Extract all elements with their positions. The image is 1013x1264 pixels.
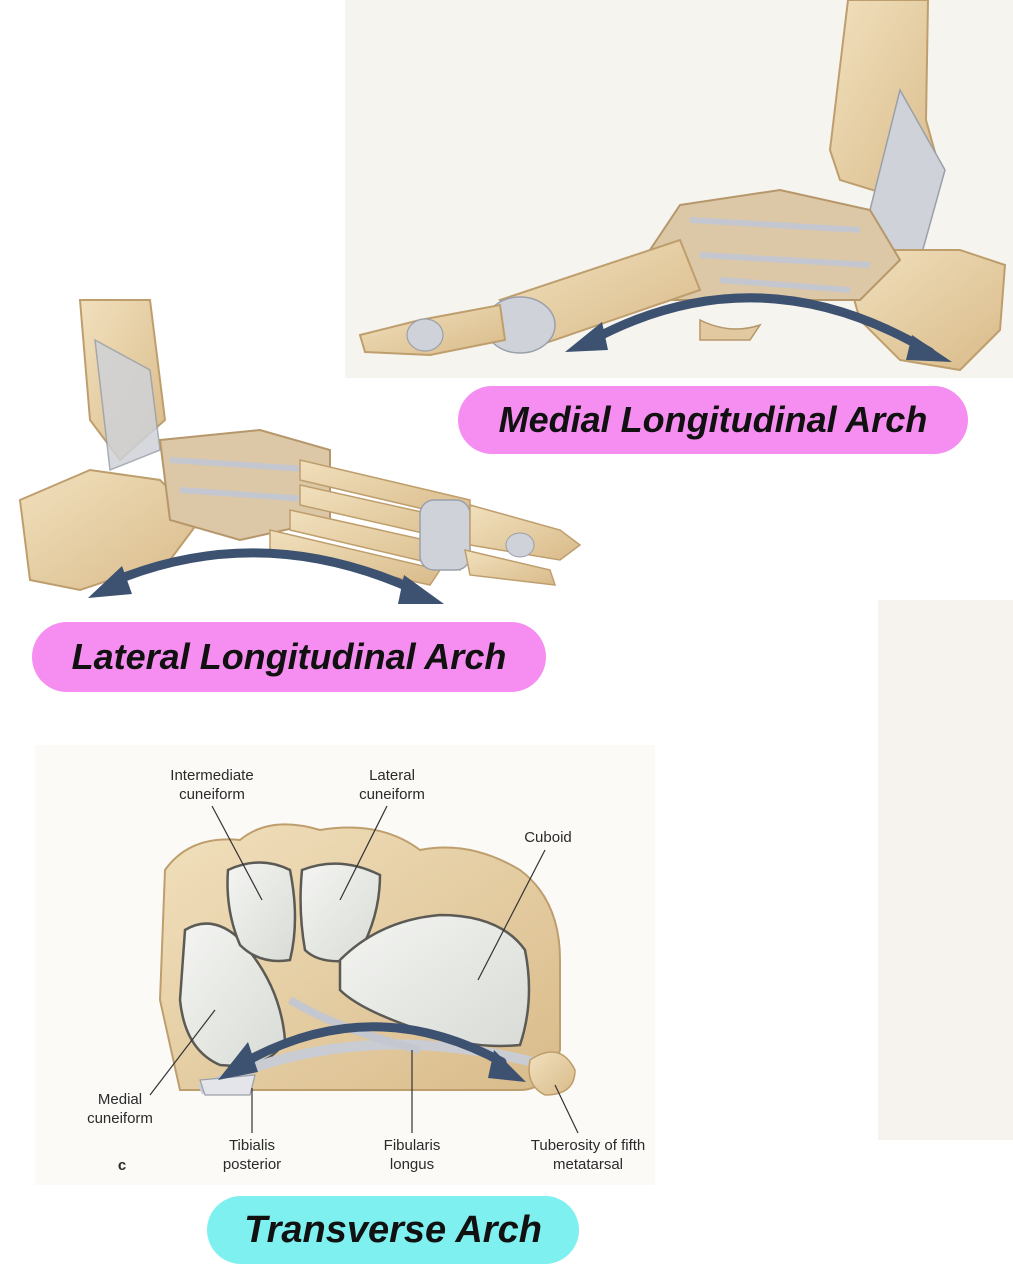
medial-arch-label: Medial Longitudinal Arch xyxy=(458,386,968,454)
lateral-arch-label: Lateral Longitudinal Arch xyxy=(32,622,546,692)
lateral-foot-view xyxy=(18,299,582,592)
transverse-arch-view xyxy=(149,805,579,1134)
label-cuboid: Cuboid xyxy=(524,829,572,846)
panel-letter: c xyxy=(117,1157,127,1174)
medial-foot-view xyxy=(358,0,1007,372)
side-panel-background xyxy=(878,600,1013,1140)
lateral-arch-arrow xyxy=(88,548,444,604)
medial-arch-arrow xyxy=(565,293,952,362)
transverse-arch-arrow xyxy=(218,1022,526,1082)
transverse-arch-label: Transverse Arch xyxy=(207,1196,579,1264)
